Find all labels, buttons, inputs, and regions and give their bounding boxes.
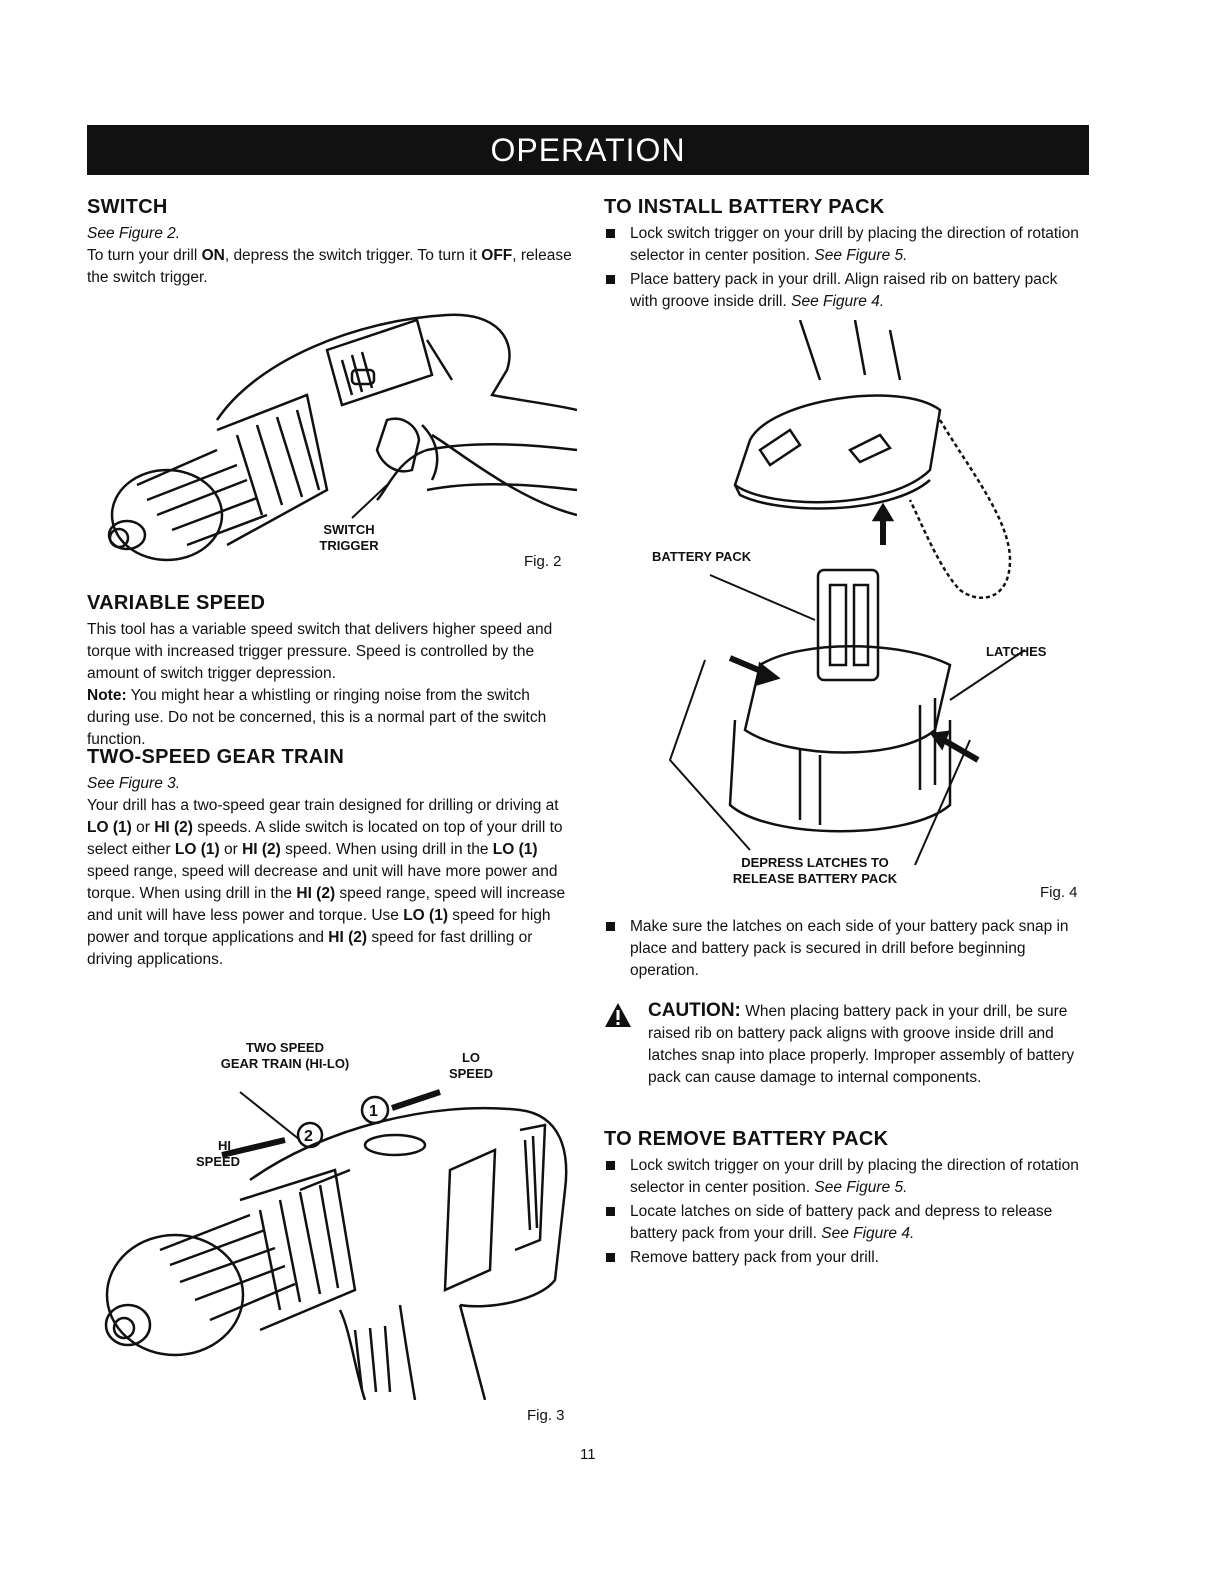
lo-speed-callout: LO SPEED [448, 1050, 494, 1081]
figure-4-label: Fig. 4 [1040, 884, 1078, 901]
list-item: Lock switch trigger on your drill by pla… [604, 1155, 1089, 1199]
install-steps: Lock switch trigger on your drill by pla… [604, 223, 1089, 313]
install-section: TO INSTALL BATTERY PACK Lock switch trig… [604, 196, 1089, 315]
page-number: 11 [580, 1446, 596, 1463]
switch-trigger-callout: SWITCH TRIGGER [310, 522, 388, 554]
svg-text:1: 1 [369, 1103, 378, 1120]
list-item: Make sure the latches on each side of yo… [604, 916, 1089, 982]
section-title: OPERATION [490, 131, 686, 168]
callout-line-2: TRIGGER [319, 538, 379, 553]
figure-4-battery-illustration [650, 320, 1050, 880]
drill-side-icon [107, 313, 577, 562]
caution-text: CAUTION: When placing battery pack in yo… [648, 1000, 1075, 1086]
latches-callout: LATCHES [986, 644, 1047, 659]
warning-icon [605, 1003, 631, 1027]
install-continued: Make sure the latches on each side of yo… [604, 916, 1089, 1089]
caution-block: CAUTION: When placing battery pack in yo… [604, 1000, 1089, 1089]
switch-heading: SWITCH [87, 196, 168, 218]
two-speed-heading: TWO-SPEED GEAR TRAIN [87, 746, 345, 768]
figure-2-label: Fig. 2 [524, 553, 562, 570]
left-column: SWITCH See Figure 2. To turn your drill … [87, 196, 573, 289]
callout-line-1: SWITCH [323, 522, 375, 537]
section-header: OPERATION [87, 125, 1089, 175]
variable-speed-section: VARIABLE SPEED This tool has a variable … [87, 592, 573, 751]
remove-steps: Lock switch trigger on your drill by pla… [604, 1155, 1089, 1269]
battery-pack-icon [668, 320, 1026, 866]
two-speed-figure-ref: See Figure 3. [87, 775, 181, 792]
list-item: Lock switch trigger on your drill by pla… [604, 223, 1089, 267]
install-heading: TO INSTALL BATTERY PACK [604, 196, 885, 218]
figure-3-label: Fig. 3 [527, 1407, 565, 1424]
figure-3-drill-illustration: 2 1 [100, 1070, 580, 1400]
two-speed-text: Your drill has a two-speed gear train de… [87, 797, 566, 968]
svg-text:2: 2 [304, 1128, 313, 1145]
depress-latches-callout: DEPRESS LATCHES TO RELEASE BATTERY PACK [732, 855, 898, 886]
switch-figure-ref: See Figure 2. [87, 225, 181, 242]
battery-pack-callout: BATTERY PACK [652, 549, 752, 564]
figure-2-drill-illustration [97, 300, 577, 578]
two-speed-section: TWO-SPEED GEAR TRAIN See Figure 3. Your … [87, 746, 573, 971]
list-item: Remove battery pack from your drill. [604, 1247, 1089, 1269]
switch-text: To turn your drill ON, depress the switc… [87, 247, 572, 286]
variable-speed-text: This tool has a variable speed switch th… [87, 621, 553, 682]
gear-train-callout: TWO SPEED GEAR TRAIN (HI-LO) [220, 1040, 350, 1071]
list-item: Locate latches on side of battery pack a… [604, 1201, 1089, 1245]
drill-top-icon: 2 1 [104, 1089, 568, 1400]
variable-speed-heading: VARIABLE SPEED [87, 592, 266, 614]
list-item: Place battery pack in your drill. Align … [604, 269, 1089, 313]
hi-speed-callout: HI SPEED [196, 1138, 241, 1169]
remove-section: TO REMOVE BATTERY PACK Lock switch trigg… [604, 1128, 1089, 1271]
remove-heading: TO REMOVE BATTERY PACK [604, 1128, 889, 1150]
variable-speed-note: Note: You might hear a whistling or ring… [87, 687, 547, 748]
